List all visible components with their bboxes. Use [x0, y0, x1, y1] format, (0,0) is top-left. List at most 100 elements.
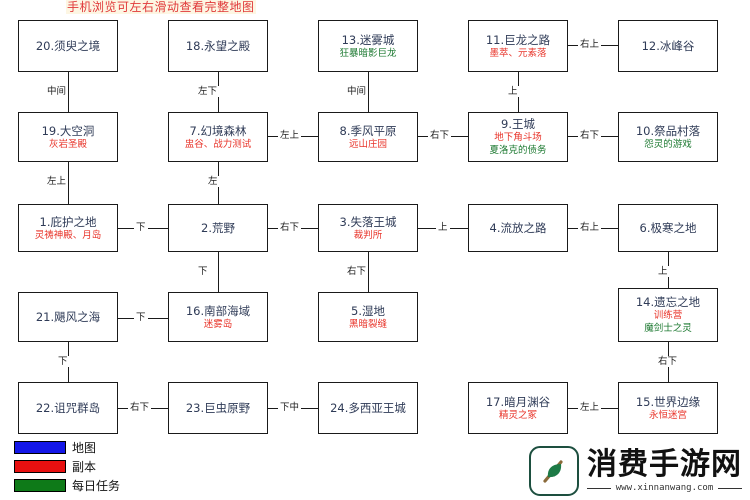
- edge-3-5: [368, 252, 369, 292]
- edge-label-6-14: 上: [656, 266, 670, 277]
- node-title: 5.湿地: [351, 303, 385, 318]
- node-subtitle-dungeon: 盅谷、战力测试: [184, 138, 252, 150]
- map-node-14[interactable]: 14.遗忘之地 训练营 魔剑士之灵: [618, 288, 718, 342]
- map-node-3[interactable]: 3.失落王城 裁判所: [318, 204, 418, 252]
- map-node-22[interactable]: 22.诅咒群岛: [18, 382, 118, 434]
- legend-swatch-dungeon: [14, 460, 66, 473]
- legend-swatch-map: [14, 441, 66, 454]
- node-subtitle-dungeon: 地下角斗场: [494, 132, 542, 144]
- edge-label-20-19: 中间: [45, 86, 69, 97]
- node-subtitle-daily: 魔剑士之灵: [644, 323, 692, 334]
- node-title: 12.冰峰谷: [641, 38, 695, 53]
- node-subtitle-dungeon: 精灵之冢: [498, 409, 537, 421]
- node-title: 23.巨虫原野: [185, 400, 251, 415]
- legend-label-dungeon: 副本: [72, 460, 97, 474]
- legend-label-daily: 每日任务: [72, 479, 121, 493]
- map-node-23[interactable]: 23.巨虫原野: [168, 382, 268, 434]
- map-node-17[interactable]: 17.暗月渊谷 精灵之冢: [468, 382, 568, 434]
- legend-item-dungeon: 副本: [14, 457, 120, 476]
- map-node-18[interactable]: 18.永望之殿: [168, 20, 268, 72]
- node-title: 1.庇护之地: [39, 214, 97, 229]
- node-subtitle-dungeon: 灵祷神殿、月岛: [34, 229, 102, 241]
- node-title: 24.多西亚王城: [330, 400, 406, 415]
- node-subtitle-dungeon: 迷雾岛: [203, 318, 233, 330]
- map-node-20[interactable]: 20.须臾之境: [18, 20, 118, 72]
- legend-item-daily: 每日任务: [14, 476, 120, 495]
- node-title: 21.飓风之海: [35, 309, 101, 324]
- map-node-15[interactable]: 15.世界边缘 永恒迷宫: [618, 382, 718, 434]
- edge-label-13-8: 中间: [345, 86, 369, 97]
- edge-label-11-12: 右上: [578, 39, 602, 50]
- edge-label-7-8: 左上: [278, 130, 302, 141]
- legend-label-map: 地图: [72, 441, 97, 455]
- edge-label-3-4: 上: [436, 222, 450, 233]
- node-title: 14.遗忘之地: [635, 295, 701, 310]
- edge-label-2-16: 下: [196, 266, 210, 277]
- node-subtitle-dungeon: 永恒迷宫: [648, 409, 687, 421]
- node-title: 2.荒野: [201, 220, 235, 235]
- node-subtitle-dungeon: 灰岩圣殿: [48, 138, 87, 150]
- edge-label-14-15: 右下: [656, 356, 680, 367]
- node-title: 19.大空洞: [41, 123, 95, 138]
- map-node-1[interactable]: 1.庇护之地 灵祷神殿、月岛: [18, 204, 118, 252]
- node-subtitle-daily: 狂暴暗影巨龙: [339, 47, 397, 59]
- node-subtitle-daily: 怨灵的游戏: [644, 138, 692, 150]
- map-node-8[interactable]: 8.季风平原 远山庄园: [318, 112, 418, 162]
- leaf-brush-icon: [529, 446, 579, 496]
- edge-13-8: [368, 72, 369, 112]
- map-node-6[interactable]: 6.极寒之地: [618, 204, 718, 252]
- node-title: 22.诅咒群岛: [35, 400, 101, 415]
- edge-label-23-24: 下中: [278, 402, 302, 413]
- edge-label-18-7: 左下: [196, 86, 220, 97]
- map-node-12[interactable]: 12.冰峰谷: [618, 20, 718, 72]
- node-subtitle-dungeon: 裁判所: [353, 229, 383, 241]
- map-node-9[interactable]: 9.王城 地下角斗场 夏洛克的债务: [468, 112, 568, 162]
- map-node-7[interactable]: 7.幻境森林 盅谷、战力测试: [168, 112, 268, 162]
- map-node-4[interactable]: 4.流放之路: [468, 204, 568, 252]
- map-node-16[interactable]: 16.南部海域 迷雾岛: [168, 292, 268, 342]
- watermark-rule-right: [718, 487, 743, 489]
- node-subtitle-dungeon: 黑暗裂缝: [348, 318, 387, 330]
- node-title: 13.迷雾城: [341, 32, 395, 47]
- watermark-rule-left: [587, 487, 611, 489]
- page-title: 手机浏览可左右滑动查看完整地图: [66, 0, 256, 14]
- edge-label-19-1: 左上: [45, 176, 69, 187]
- map-node-11[interactable]: 11.巨龙之路 墨萃、元素落: [468, 20, 568, 72]
- node-title: 17.暗月渊谷: [485, 394, 551, 409]
- edge-19-1: [68, 162, 69, 204]
- watermark-name: 消费手游网: [587, 447, 742, 482]
- watermark-url-row: www.xinnanwang.com: [587, 483, 743, 493]
- node-subtitle-dungeon: 墨萃、元素落: [489, 47, 547, 59]
- site-watermark: 消费手游网 www.xinnanwang.com: [529, 446, 743, 496]
- map-node-5[interactable]: 5.湿地 黑暗裂缝: [318, 292, 418, 342]
- node-title: 16.南部海域: [185, 303, 251, 318]
- watermark-url: www.xinnanwang.com: [615, 483, 714, 493]
- map-node-13[interactable]: 13.迷雾城 狂暴暗影巨龙: [318, 20, 418, 72]
- map-node-19[interactable]: 19.大空洞 灰岩圣殿: [18, 112, 118, 162]
- edge-2-16: [218, 252, 219, 292]
- node-title: 18.永望之殿: [185, 38, 251, 53]
- map-node-24[interactable]: 24.多西亚王城: [318, 382, 418, 434]
- map-node-2[interactable]: 2.荒野: [168, 204, 268, 252]
- map-node-21[interactable]: 21.飓风之海: [18, 292, 118, 342]
- node-title: 9.王城: [501, 117, 535, 132]
- edge-label-17-15: 左上: [578, 402, 602, 413]
- legend-item-map: 地图: [14, 438, 120, 457]
- node-title: 7.幻境森林: [189, 123, 247, 138]
- edge-label-3-5: 右下: [345, 266, 369, 277]
- node-title: 11.巨龙之路: [485, 32, 551, 47]
- node-title: 20.须臾之境: [35, 38, 101, 53]
- node-title: 3.失落王城: [339, 214, 397, 229]
- edge-label-11-9: 上: [506, 86, 520, 97]
- map-node-10[interactable]: 10.祭品村落 怨灵的游戏: [618, 112, 718, 162]
- edge-20-19: [68, 72, 69, 112]
- edge-label-2-3: 右下: [278, 222, 302, 233]
- legend-swatch-daily: [14, 479, 66, 492]
- legend: 地图 副本 每日任务: [14, 438, 120, 495]
- node-subtitle-dungeon: 训练营: [653, 310, 683, 322]
- node-subtitle-daily: 夏洛克的债务: [489, 145, 547, 156]
- edge-label-22-23: 右下: [128, 402, 152, 413]
- node-title: 6.极寒之地: [639, 220, 697, 235]
- edge-label-1-2: 下: [134, 222, 148, 233]
